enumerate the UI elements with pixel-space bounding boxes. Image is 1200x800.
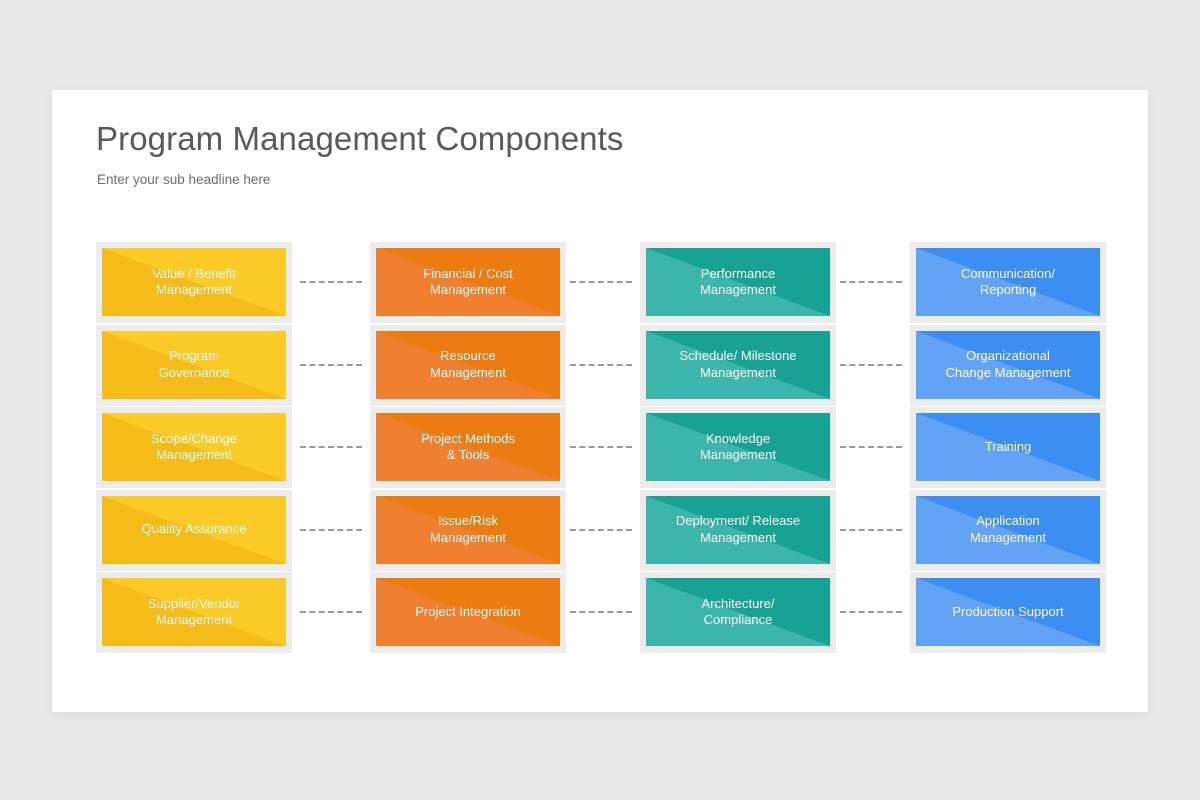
component-node[interactable]: Program Governance [96, 324, 292, 406]
connector-line [300, 281, 362, 283]
node-label: Performance Management [700, 265, 776, 298]
node-label: Scope/Change Management [150, 430, 237, 463]
node-label: Communication/ Reporting [961, 265, 1055, 298]
node-fill: Project Integration [376, 578, 560, 646]
component-node[interactable]: Application Management [910, 489, 1106, 571]
page-title: Program Management Components [96, 120, 624, 157]
node-label: Resource Management [430, 348, 506, 380]
connector-line [840, 446, 902, 448]
connector-line [570, 363, 632, 366]
node-fill: Architecture/ Compliance [646, 578, 830, 646]
component-node[interactable]: Architecture/ Compliance [640, 572, 836, 653]
node-fill: Project Methods & Tools [376, 413, 560, 481]
components-matrix: Value / Benefit Management Financial / C… [96, 242, 1108, 660]
connector-line [300, 528, 362, 531]
node-label: Schedule/ Milestone Management [679, 348, 797, 380]
component-node[interactable]: Project Integration [370, 572, 566, 653]
connector-line [570, 446, 632, 448]
node-fill: Training [916, 413, 1100, 481]
component-node[interactable]: Communication/ Reporting [910, 242, 1106, 323]
node-label: Training [984, 438, 1032, 454]
connector-line [570, 281, 632, 283]
node-fill: Program Governance [102, 330, 286, 399]
matrix-row: Program Governance Resource Management S… [96, 324, 1108, 406]
node-fill: Scope/Change Management [102, 413, 286, 481]
node-fill: Supplier/Vendor Management [102, 578, 286, 646]
component-node[interactable]: Supplier/Vendor Management [96, 572, 292, 653]
node-label: Supplier/Vendor Management [147, 595, 241, 628]
connector-line [300, 611, 362, 613]
matrix-row: Supplier/Vendor Management Project Integ… [96, 572, 1108, 653]
connector-line [840, 363, 902, 366]
node-fill: Performance Management [646, 248, 830, 316]
node-fill: Financial / Cost Management [376, 248, 560, 316]
component-node[interactable]: Financial / Cost Management [370, 242, 566, 323]
node-fill: Application Management [916, 495, 1100, 564]
connector-line [840, 611, 902, 613]
matrix-row: Value / Benefit Management Financial / C… [96, 242, 1108, 323]
component-node[interactable]: Knowledge Management [640, 407, 836, 488]
connector-line [840, 281, 902, 283]
component-node[interactable]: Production Support [910, 572, 1106, 653]
node-label: Project Methods & Tools [421, 430, 515, 463]
node-label: Deployment/ Release Management [675, 513, 801, 545]
component-node[interactable]: Organizational Change Management [910, 324, 1106, 406]
node-label: Value / Benefit Management [152, 265, 236, 298]
node-label: Financial / Cost Management [423, 265, 513, 298]
node-fill: Schedule/ Milestone Management [646, 330, 830, 399]
node-fill: Production Support [916, 578, 1100, 646]
node-fill: Knowledge Management [646, 413, 830, 481]
component-node[interactable]: Training [910, 407, 1106, 488]
node-fill: Resource Management [376, 330, 560, 399]
connector-line [300, 446, 362, 448]
component-node[interactable]: Value / Benefit Management [96, 242, 292, 323]
component-node[interactable]: Quality Assurance [96, 489, 292, 571]
component-node[interactable]: Performance Management [640, 242, 836, 323]
node-label: Project Integration [415, 603, 521, 619]
node-fill: Issue/Risk Management [376, 495, 560, 564]
node-fill: Quality Assurance [102, 495, 286, 564]
node-fill: Communication/ Reporting [916, 248, 1100, 316]
node-label: Program Governance [158, 348, 230, 380]
node-label: Issue/Risk Management [430, 513, 506, 545]
node-label: Quality Assurance [141, 521, 247, 537]
node-fill: Value / Benefit Management [102, 248, 286, 316]
component-node[interactable]: Scope/Change Management [96, 407, 292, 488]
node-label: Knowledge Management [700, 430, 776, 463]
node-label: Architecture/ Compliance [701, 595, 775, 628]
component-node[interactable]: Issue/Risk Management [370, 489, 566, 571]
component-node[interactable]: Schedule/ Milestone Management [640, 324, 836, 406]
component-node[interactable]: Project Methods & Tools [370, 407, 566, 488]
matrix-row: Scope/Change Management Project Methods … [96, 407, 1108, 488]
connector-line [570, 528, 632, 531]
node-label: Production Support [952, 603, 1064, 619]
node-fill: Organizational Change Management [916, 330, 1100, 399]
node-fill: Deployment/ Release Management [646, 495, 830, 564]
connector-line [300, 363, 362, 366]
node-label: Organizational Change Management [945, 348, 1071, 380]
connector-line [840, 528, 902, 531]
matrix-row: Quality Assurance Issue/Risk Management … [96, 489, 1108, 571]
connector-line [570, 611, 632, 613]
slide-canvas: Program Management Components Enter your… [52, 90, 1148, 712]
node-label: Application Management [970, 513, 1046, 545]
component-node[interactable]: Deployment/ Release Management [640, 489, 836, 571]
component-node[interactable]: Resource Management [370, 324, 566, 406]
page-subtitle: Enter your sub headline here [97, 172, 271, 187]
